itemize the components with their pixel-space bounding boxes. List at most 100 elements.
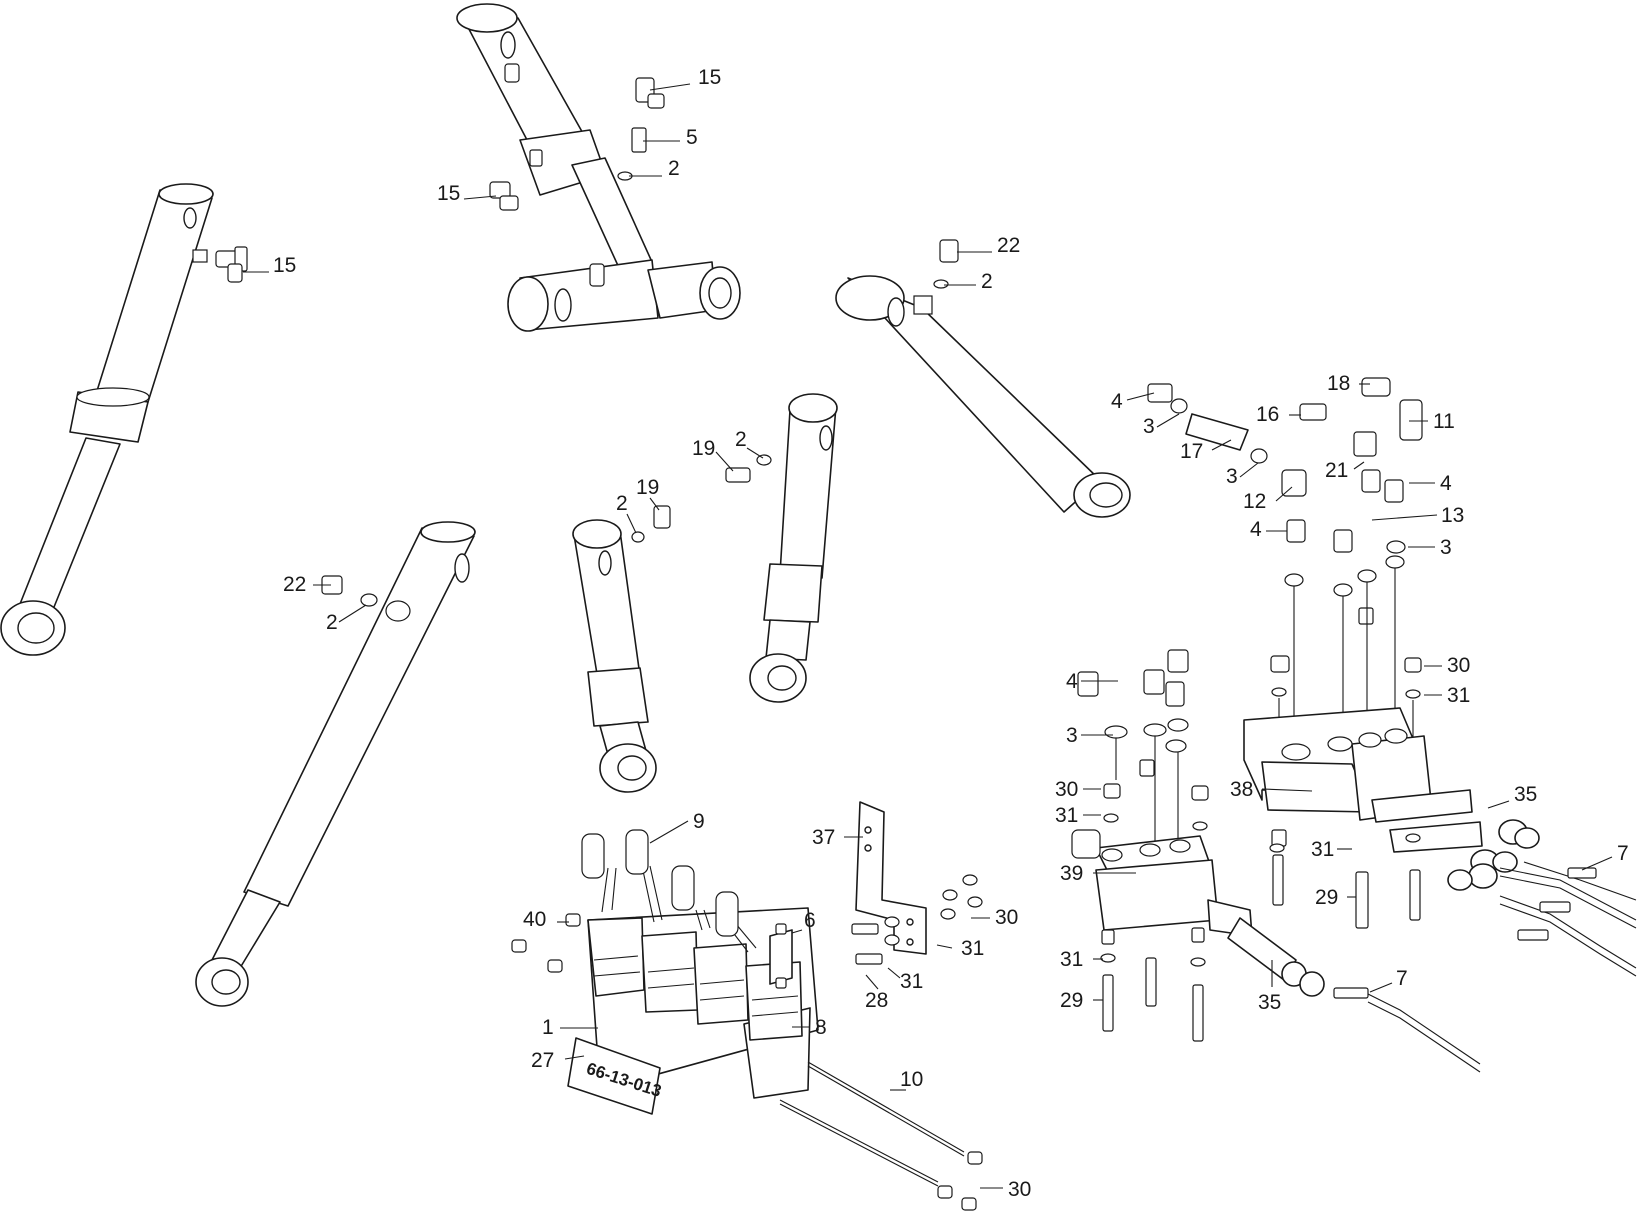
callout-label-c31d: 31 [1060, 948, 1083, 971]
bracket-37 [851, 801, 983, 965]
callout-leader-c9 [649, 820, 689, 844]
callout-label-c31f: 31 [900, 970, 923, 993]
callout-label-c30a: 30 [1447, 654, 1470, 677]
callout-label-c31b: 31 [1055, 804, 1078, 827]
callout-label-c3a: 3 [1143, 415, 1155, 438]
valve-body-38 [1243, 707, 1540, 929]
callout-label-c39: 39 [1060, 862, 1083, 885]
callout-leader-c31e [936, 944, 953, 949]
nuts-40 [511, 913, 581, 973]
callout-label-c12: 12 [1243, 490, 1266, 513]
callout-label-c30b: 30 [1055, 778, 1078, 801]
valve-body-39 [1071, 829, 1253, 1042]
fittings-top [489, 77, 665, 211]
valve-fittings-lower [1077, 649, 1209, 860]
callout-leader-c2e [338, 604, 367, 623]
callout-label-c19a: 19 [692, 437, 715, 460]
callout-leader-c6 [791, 929, 803, 934]
callout-label-c2c: 2 [735, 428, 747, 451]
callout-leader-c2d [626, 513, 637, 534]
callout-leader-c15b [463, 195, 497, 200]
callout-leader-c7b [1369, 982, 1393, 993]
callout-label-c4c: 4 [1440, 472, 1452, 495]
callout-label-c3d: 3 [1066, 724, 1078, 747]
callout-leader-c4a [1126, 392, 1155, 401]
callout-leader-c38 [1261, 788, 1313, 792]
callout-label-c15c: 15 [273, 254, 296, 277]
fitting-22-left [321, 575, 411, 622]
callout-leader-c27 [564, 1055, 585, 1060]
callout-leader-c28 [865, 974, 879, 990]
callout-label-c22a: 22 [997, 234, 1020, 257]
callout-leader-c35a [1487, 800, 1510, 809]
callout-leader-c3a [1156, 413, 1180, 428]
callout-label-c21: 21 [1325, 459, 1348, 482]
cylinder-diagonal-right [835, 275, 1131, 518]
callout-leader-c31f [887, 967, 901, 979]
callout-label-c11: 11 [1433, 410, 1455, 433]
callout-label-c9: 9 [693, 810, 705, 833]
callout-label-c31c: 31 [1311, 838, 1334, 861]
callout-label-c17: 17 [1180, 440, 1203, 463]
callout-label-c15a: 15 [698, 66, 721, 89]
callout-label-c15b: 15 [437, 182, 460, 205]
control-cables-upper [1499, 861, 1637, 977]
callout-label-c29b: 29 [1060, 989, 1083, 1012]
control-sleeve-35-lower [1227, 917, 1481, 1073]
callout-leader-c19b [649, 497, 660, 511]
callout-leader-c19a [715, 451, 734, 472]
callout-leader-c3b [1239, 462, 1259, 478]
callout-label-c18: 18 [1327, 372, 1350, 395]
callout-label-c7b: 7 [1396, 967, 1408, 990]
callout-label-c13: 13 [1441, 504, 1464, 527]
callout-label-c16: 16 [1256, 403, 1279, 426]
callout-leader-c21 [1353, 461, 1365, 470]
callout-label-c2b: 2 [981, 270, 993, 293]
callout-label-c28: 28 [865, 989, 888, 1012]
cylinder-small-right [749, 393, 838, 703]
callout-leader-c2c [746, 447, 764, 459]
cylinder-diagonal-left [195, 521, 476, 1007]
fittings-upper-right [1147, 377, 1423, 699]
callout-label-c8: 8 [815, 1016, 827, 1039]
callout-label-c2e: 2 [326, 611, 338, 634]
callout-label-c4b: 4 [1250, 518, 1262, 541]
id-plate-27: 66-13-013 [567, 1037, 664, 1115]
callout-label-c27: 27 [531, 1049, 554, 1072]
lever-assembly [581, 829, 819, 1099]
fittings-small-cylinders [631, 454, 772, 543]
callout-label-c30d: 30 [1008, 1178, 1031, 1201]
rods-10 [779, 1061, 983, 1211]
callout-label-c6: 6 [804, 909, 816, 932]
callout-leader-c17 [1211, 439, 1232, 451]
callout-leader-c12 [1275, 486, 1293, 502]
callout-leader-c15a [649, 83, 691, 91]
callout-label-c35a: 35 [1514, 783, 1537, 806]
callout-label-c31e: 31 [961, 937, 984, 960]
callout-label-c7a: 7 [1617, 842, 1629, 865]
callout-label-c31a: 31 [1447, 684, 1470, 707]
bracket-6 [769, 923, 793, 989]
callout-label-c29a: 29 [1315, 886, 1338, 909]
callout-label-c30c: 30 [995, 906, 1018, 929]
callout-label-c40: 40 [523, 908, 546, 931]
callout-label-c19b: 19 [636, 476, 659, 499]
callout-label-c38: 38 [1230, 778, 1253, 801]
callout-label-c2d: 2 [616, 492, 628, 515]
callout-label-c3b: 3 [1226, 465, 1238, 488]
callout-leader-c7a [1581, 856, 1613, 871]
cylinder-small-left [572, 519, 657, 793]
fitting-22-top [933, 239, 959, 289]
callout-label-c22b: 22 [283, 573, 306, 596]
callout-label-c37: 37 [812, 826, 835, 849]
callout-label-c5: 5 [686, 126, 698, 149]
callout-label-c4a: 4 [1111, 390, 1123, 413]
callout-label-c10: 10 [900, 1068, 923, 1091]
callout-label-c35b: 35 [1258, 991, 1281, 1014]
callout-label-c3c: 3 [1440, 536, 1452, 559]
callout-label-c1: 1 [542, 1016, 554, 1039]
callout-leader-c13 [1371, 514, 1438, 521]
cylinder-top-y [456, 3, 741, 332]
